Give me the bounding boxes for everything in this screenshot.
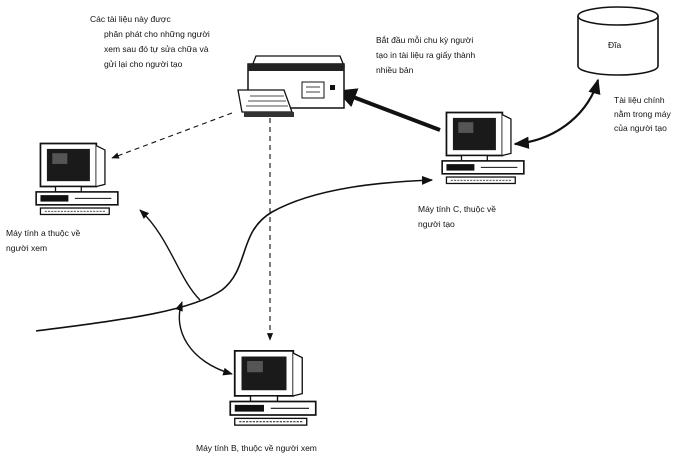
computer-c-icon	[441, 111, 525, 185]
disk-label: Đĩa	[608, 40, 622, 50]
connection-disk	[513, 78, 601, 149]
computer-a-icon	[35, 142, 119, 216]
distribution-line-a	[111, 112, 233, 159]
connection-computer-a	[139, 209, 201, 301]
printer-icon	[237, 55, 345, 117]
computer-c-label: Máy tính C, thuộc về người tạo	[418, 204, 498, 229]
connection-computer-b	[175, 301, 233, 376]
network-line-main	[35, 175, 434, 332]
computer-b-label: Máy tính B, thuộc về người xem	[196, 443, 317, 453]
computer-b-icon	[229, 349, 317, 427]
cycle-note: Bắt đầu mỗi chu kỳ người tạo in tài liệu…	[376, 35, 478, 75]
print-arrow	[336, 88, 441, 132]
disk-cylinder-icon	[577, 6, 659, 76]
disk-note: Tài liệu chính nằm trong máy của người t…	[614, 95, 673, 133]
printer-note: Các tài liệu này được phân phát cho nhữn…	[90, 14, 212, 69]
computer-a-label: Máy tính a thuộc về người xem	[6, 228, 83, 253]
